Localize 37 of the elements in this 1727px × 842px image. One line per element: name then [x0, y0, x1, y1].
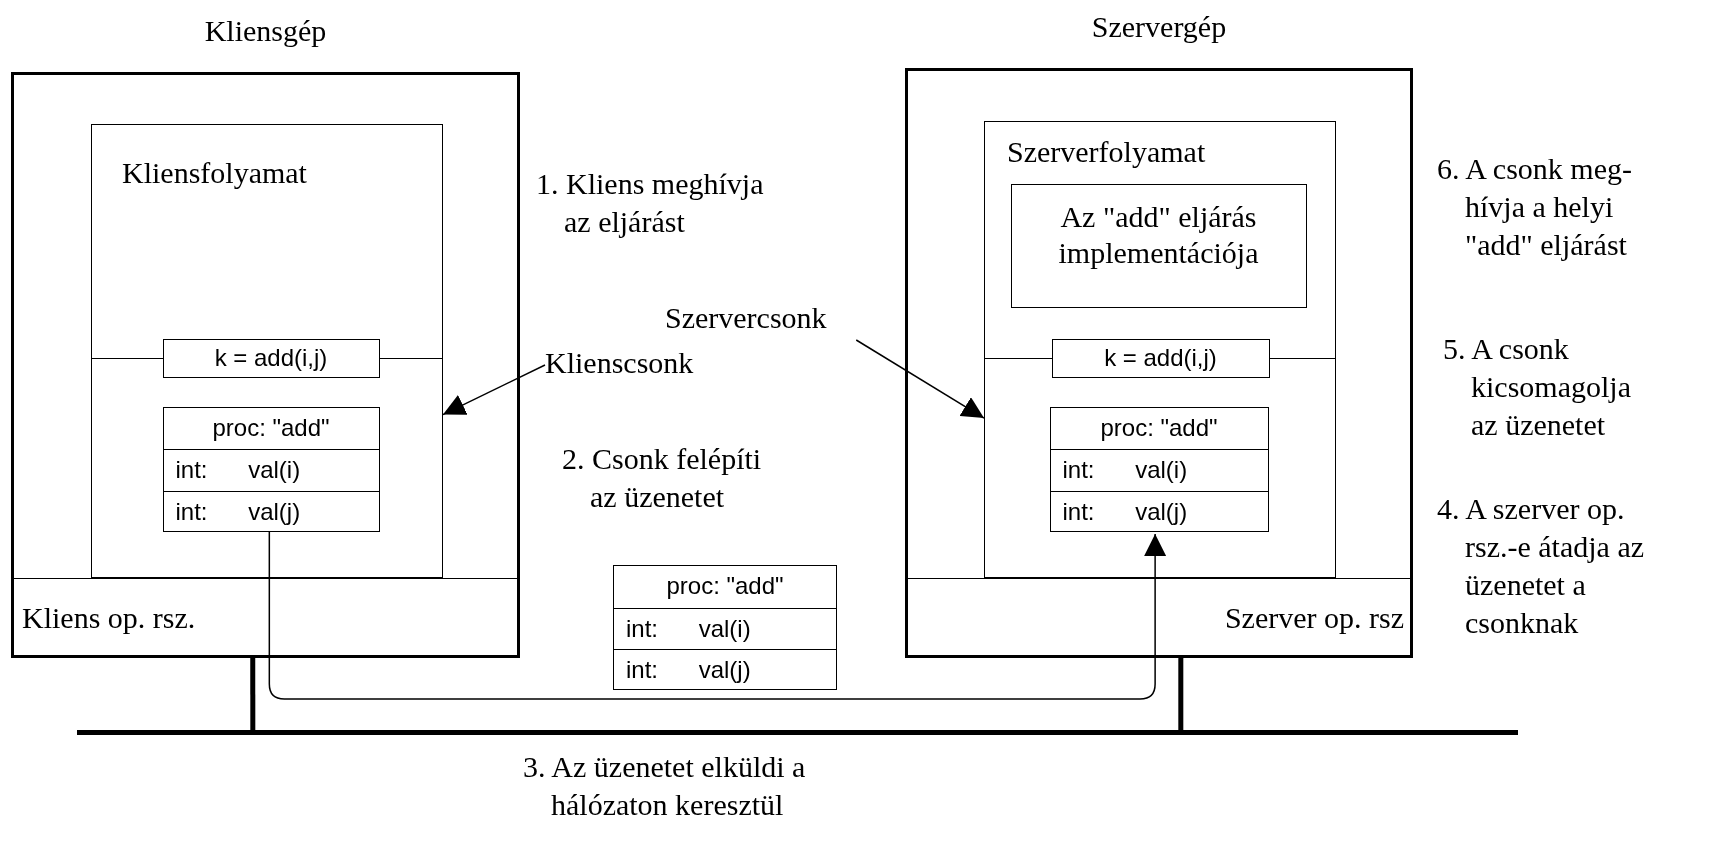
implementation-box: Az "add" eljárás implementációja — [1010, 183, 1307, 308]
step-note: 1. Kliens meghívja az eljárást — [536, 166, 765, 240]
step-note: 6. A csonk meg-hívja a helyi "add" eljárást — [1437, 151, 1633, 263]
function-call-box: k = add(i,j) — [162, 338, 380, 378]
message-table — [613, 565, 837, 690]
message-field-cell-text: proc: "add" — [1099, 412, 1219, 443]
stub-label: Klienscsonk — [545, 345, 745, 385]
message-table — [1049, 406, 1269, 532]
message-field-cell: int: val(i) — [614, 607, 836, 650]
message-field-cell: int: val(j) — [163, 490, 379, 533]
network-connector-line — [1178, 658, 1184, 730]
network-connector-line — [250, 658, 256, 730]
process-box — [984, 121, 1336, 578]
os-layer-label: Szerver op. rsz — [1224, 600, 1404, 636]
network-bar — [77, 730, 1518, 735]
message-field-cell: int: val(i) — [163, 449, 379, 491]
leader-arrow — [855, 339, 985, 419]
stub-label: Szervercsonk — [665, 300, 890, 340]
step-note: 5. A csonk kicsomagolja az üzenetet — [1443, 331, 1632, 443]
step-note: 3. Az üzenetet elküldi a hálózaton keresztül — [523, 749, 807, 823]
message-path-arrow — [268, 531, 1167, 700]
message-field-cell-text: proc: "add" — [665, 571, 785, 601]
message-table — [162, 406, 380, 532]
step-note: 2. Csonk felépíti az üzenetet — [562, 441, 763, 515]
machine-heading: Szervergép — [1090, 9, 1228, 45]
function-call-box: k = add(i,j) — [1051, 338, 1270, 378]
message-field-cell: int: val(i) — [1050, 449, 1268, 491]
machine-heading: Kliensgép — [203, 13, 328, 49]
process-title: Kliensfolyamat — [122, 155, 307, 191]
process-box — [91, 124, 443, 578]
process-title: Szerverfolyamat — [1007, 134, 1206, 170]
leader-arrow — [442, 364, 546, 416]
message-field-cell: int: val(j) — [614, 649, 836, 691]
os-layer-label: Kliens op. rsz. — [22, 600, 196, 636]
step-note: 4. A szerver op. rsz.-e átadja az üzenetet a csonknak — [1437, 491, 1646, 641]
message-field-cell: int: val(j) — [1050, 490, 1268, 533]
message-field-cell-text: proc: "add" — [211, 412, 331, 443]
